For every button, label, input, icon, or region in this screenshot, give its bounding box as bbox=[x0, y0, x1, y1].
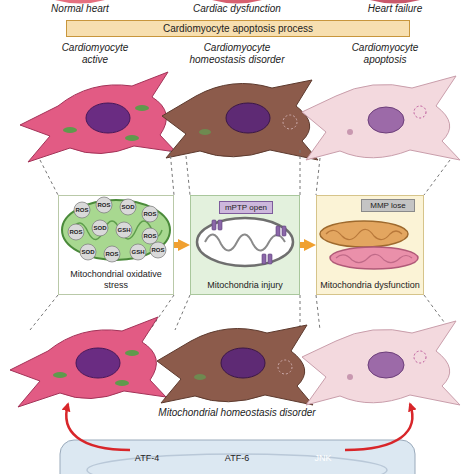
molecule-label: ROS bbox=[148, 246, 168, 254]
cell-state-label: Cardiomyocyte active bbox=[55, 42, 135, 65]
heart-icon bbox=[370, 0, 420, 4]
cardiomyocyte-active bbox=[10, 317, 166, 407]
cell-state-label: Cardiomyocyte apoptosis bbox=[343, 42, 427, 65]
node-text: JNK bbox=[314, 453, 331, 463]
molecule-label: SOD bbox=[78, 248, 98, 256]
process-band: Cardiomyocyte apoptosis process bbox=[66, 20, 410, 37]
node-text: ATF-6 bbox=[225, 453, 249, 463]
molecule-label: ROS bbox=[94, 201, 114, 209]
node-text: Mitochondrial oxidative stress bbox=[62, 269, 170, 290]
zoom-lines bbox=[30, 150, 450, 330]
molecule-label: SOD bbox=[90, 224, 110, 232]
cardiomyocyte-disorder bbox=[157, 325, 313, 405]
signal-node: ATF-6 bbox=[210, 449, 264, 467]
section-label: Mitochondrial homeostasis disorder bbox=[107, 407, 367, 419]
molecule-label: ROS bbox=[102, 250, 122, 258]
node-text: Cardiomyocyte apoptosis process bbox=[163, 23, 313, 35]
signal-node: ATF-4 bbox=[120, 449, 174, 467]
cardiomyocyte-disorder bbox=[162, 80, 318, 160]
process-arrow bbox=[174, 242, 182, 248]
molecule-label: GSH bbox=[114, 226, 134, 234]
stage-label: Cardiac dysfunction bbox=[177, 3, 297, 15]
node-text: ATF-4 bbox=[135, 453, 159, 463]
signal-node: JNK bbox=[300, 449, 346, 467]
cardiomyocyte-active bbox=[20, 72, 176, 162]
molecule-label: GSH bbox=[128, 248, 148, 256]
zoom-line bbox=[30, 295, 450, 330]
process-panel: Mitochondria injury mPTP open bbox=[190, 195, 300, 295]
heart-icon bbox=[55, 0, 105, 4]
node-text: Mitochondria dysfunction bbox=[320, 280, 420, 290]
stage-label: Normal heart bbox=[25, 3, 135, 15]
molecule-label: ROS bbox=[72, 206, 92, 214]
status-tag: MMP lose bbox=[361, 199, 415, 212]
signalling-box bbox=[60, 440, 415, 474]
zoom-line bbox=[40, 150, 450, 195]
process-panel: Mitochondrial oxidative stress bbox=[58, 195, 174, 295]
heart-icon bbox=[212, 0, 262, 4]
process-panel: Mitochondria dysfunction MMP lose bbox=[316, 195, 424, 295]
feedback-arrow bbox=[345, 404, 412, 450]
feedback-arrow bbox=[66, 404, 130, 450]
cardiomyocyte-apoptotic bbox=[302, 321, 460, 405]
molecule-label: ROS bbox=[140, 232, 160, 240]
node-text: Mitochondria injury bbox=[207, 280, 283, 290]
stage-label: Heart failure bbox=[340, 3, 450, 15]
molecule-label: SOD bbox=[118, 203, 138, 211]
cell-state-label: Cardiomyocyte homeostasis disorder bbox=[181, 42, 293, 65]
cardiomyocyte-apoptotic bbox=[302, 76, 460, 160]
node-text: mPTP open bbox=[225, 203, 267, 212]
molecule-label: ROS bbox=[66, 228, 86, 236]
status-tag: mPTP open bbox=[219, 201, 273, 214]
process-arrow bbox=[300, 242, 308, 248]
molecule-label: ROS bbox=[140, 210, 160, 218]
node-text: MMP lose bbox=[370, 201, 405, 210]
